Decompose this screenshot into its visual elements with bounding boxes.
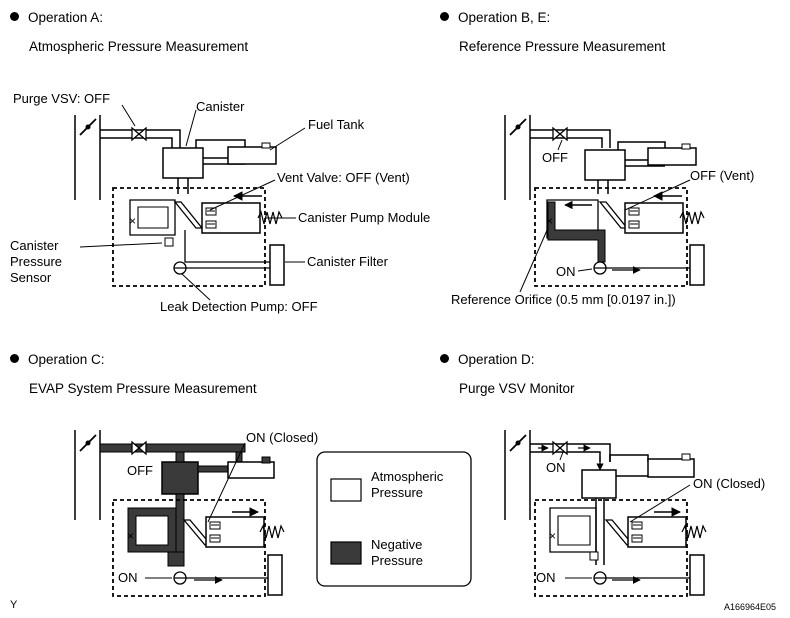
canister [162,147,204,179]
diagram-operation-d: × [504,430,707,597]
label-d-on-closed: ON (Closed) [693,476,766,491]
label-reference-orifice: Reference Orifice (0.5 mm [0.0197 in.]) [451,292,676,307]
label-canister: Canister [196,99,245,114]
diagram-operation-b: × [504,115,705,293]
label-b-on: ON [556,264,576,279]
diagram-operation-a: × [74,104,306,301]
label-leak-detection-pump: Leak Detection Pump: OFF [160,299,318,314]
heading-operation-a: Operation A: [10,10,103,25]
canister-filter [269,244,285,286]
label-canister-pump-module: Canister Pump Module [298,210,431,225]
fuel-tank [227,146,277,165]
subtitle-operation-d: Purge VSV Monitor [459,381,575,396]
label-c-on-closed: ON (Closed) [246,430,319,445]
svg-text:×: × [129,214,136,228]
label-d-on-vsv: ON [546,460,566,475]
legend [316,451,472,587]
subtitle-operation-a: Atmospheric Pressure Measurement [29,39,249,54]
label-b-off: OFF [542,150,568,165]
label-c-off: OFF [127,463,153,478]
label-d-on: ON [536,570,556,585]
legend-label-negative: Negative Pressure [371,537,424,568]
svg-text:×: × [546,214,553,228]
figure-code: A166964E05 [724,602,777,612]
label-canister-filter: Canister Filter [307,254,388,269]
label-purge-vsv: Purge VSV: OFF [13,91,111,106]
legend-swatch-atmospheric [330,478,362,502]
label-canister-pressure-sensor: Canister Pressure Sensor [10,238,63,285]
heading-operation-c: Operation C: [10,352,105,367]
label-vent-valve: Vent Valve: OFF (Vent) [277,170,410,185]
footer-left-mark: Y [10,599,18,611]
svg-text:×: × [549,529,556,543]
legend-swatch-negative [330,541,362,565]
subtitle-operation-b: Reference Pressure Measurement [459,39,666,54]
diagram-operation-c: × [74,430,285,597]
label-fuel-tank: Fuel Tank [308,117,365,132]
svg-text:×: × [127,529,134,543]
label-b-off-vent: OFF (Vent) [690,168,755,183]
heading-operation-b: Operation B, E: [440,10,550,25]
throttle-icon [79,118,97,136]
legend-label-atmospheric: Atmospheric Pressure [371,469,444,500]
heading-operation-d: Operation D: [440,352,535,367]
label-c-on: ON [118,570,138,585]
canister-pump-module [112,187,266,287]
subtitle-operation-c: EVAP System Pressure Measurement [29,381,257,396]
